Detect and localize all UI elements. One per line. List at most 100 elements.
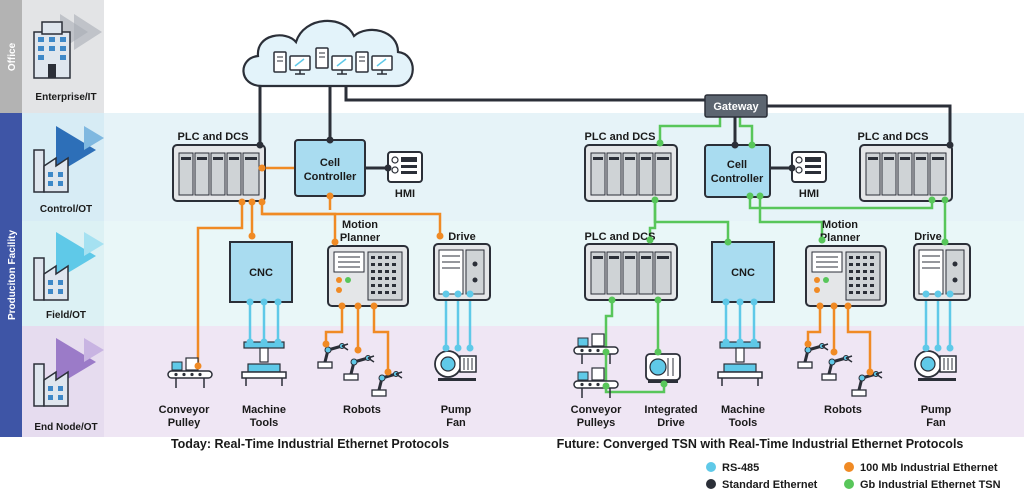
- enterprise-label: Enterprise/IT: [35, 92, 96, 103]
- office-label: Office: [7, 42, 18, 71]
- future-robots: Robots: [796, 342, 884, 416]
- server-icon: [355, 51, 369, 73]
- future-integrated-label-1: Integrated: [644, 404, 697, 416]
- future-plc-field: PLC and DCS: [584, 231, 678, 301]
- future-hmi-label: HMI: [799, 188, 819, 200]
- future-hmi: HMI: [791, 151, 827, 200]
- today-cell-label-2: Controller: [304, 171, 357, 183]
- control-label: Control/OT: [40, 204, 92, 215]
- today-caption: Today: Real-Time Industrial Ethernet Pro…: [171, 437, 449, 451]
- control-band: [0, 113, 1024, 221]
- today-conveyor-label-1: Conveyor: [159, 404, 210, 416]
- today-motion-label-2: Planner: [340, 232, 381, 244]
- today-pump-label-2: Fan: [446, 417, 466, 429]
- endnode-label: End Node/OT: [34, 422, 97, 433]
- server-icon: [273, 51, 287, 73]
- future-plc-left-label: PLC and DCS: [585, 131, 656, 143]
- today-pump-label-1: Pump: [441, 404, 472, 416]
- today-hmi: HMI: [387, 151, 423, 200]
- today-cell-label-1: Cell: [320, 157, 340, 169]
- future-drive-label: Drive: [914, 231, 942, 243]
- today-drive-label: Drive: [448, 231, 476, 243]
- future-conveyor-pulleys: Conveyor Pulleys: [571, 333, 622, 429]
- today-machine-label-1: Machine: [242, 404, 286, 416]
- legend-100mb-swatch: [844, 462, 854, 472]
- hmi-icon: [791, 151, 827, 183]
- drive-icon: [433, 243, 491, 301]
- office-band-bar: [0, 0, 22, 113]
- today-conveyor: Conveyor Pulley: [159, 357, 213, 429]
- endnode-level-tile: End Node/OT: [33, 338, 104, 433]
- future-machine-label-2: Tools: [729, 417, 758, 429]
- future-motion-planner: Motion Planner: [805, 219, 887, 307]
- future-robots-label: Robots: [824, 404, 862, 416]
- future-motion-label-1: Motion: [822, 219, 858, 231]
- future-plc-right-label: PLC and DCS: [858, 131, 929, 143]
- today-machine-label-2: Tools: [250, 417, 279, 429]
- future-cell-label-2: Controller: [711, 173, 764, 185]
- gateway: Gateway: [704, 94, 768, 118]
- future-motion-label-2: Planner: [820, 232, 861, 244]
- rs485-links: [248, 294, 952, 348]
- motion-planner-icon: [805, 245, 887, 307]
- gateway-label: Gateway: [713, 101, 759, 113]
- endnode-band: [0, 326, 1024, 437]
- future-plc-right: PLC and DCS: [858, 131, 953, 202]
- plc-icon: [172, 144, 266, 202]
- today-plc-label: PLC and DCS: [178, 131, 249, 143]
- legend-standard: Standard Ethernet: [722, 479, 818, 491]
- today-drive: Drive: [433, 231, 491, 301]
- future-pump-label-1: Pump: [921, 404, 952, 416]
- today-motion-planner: Motion Planner: [327, 219, 409, 307]
- today-hmi-label: HMI: [395, 188, 415, 200]
- future-drive: Drive: [913, 231, 971, 301]
- control-level-tile: Control/OT: [33, 126, 104, 215]
- server-icon: [315, 47, 329, 69]
- today-plc: PLC and DCS: [172, 131, 266, 202]
- today-cnc-label: CNC: [249, 267, 273, 279]
- future-caption: Future: Converged TSN with Real-Time Ind…: [557, 437, 964, 451]
- connection-dots: [194, 136, 954, 390]
- hmi-icon: [387, 151, 423, 183]
- field-label: Field/OT: [46, 310, 86, 321]
- plc-icon: [584, 144, 678, 202]
- future-cnc-label: CNC: [731, 267, 755, 279]
- legend-100mb: 100 Mb Industrial Ethernet: [860, 462, 998, 474]
- future-plc-field-label: PLC and DCS: [585, 231, 656, 243]
- future-cell-label-1: Cell: [727, 159, 747, 171]
- legend-rs485-swatch: [706, 462, 716, 472]
- cloud-icon: [242, 19, 414, 88]
- today-robots: Robots: [316, 342, 404, 416]
- today-cell-controller: Cell Controller: [294, 139, 366, 197]
- future-conveyor-label-1: Conveyor: [571, 404, 622, 416]
- future-integrated-label-2: Drive: [657, 417, 685, 429]
- production-band-bar: [0, 113, 22, 437]
- today-cnc: CNC: [229, 241, 293, 303]
- legend-rs485: RS-485: [722, 462, 759, 474]
- integrated-drive-icon: [645, 353, 681, 383]
- future-conveyor-label-2: Pulleys: [577, 417, 616, 429]
- tsn-links: [604, 117, 947, 394]
- future-pump-label-2: Fan: [926, 417, 946, 429]
- motion-planner-icon: [327, 245, 409, 307]
- future-machine-label-1: Machine: [721, 404, 765, 416]
- future-cell-controller: Cell Controller: [704, 144, 771, 198]
- future-cnc: CNC: [711, 241, 775, 303]
- today-conveyor-label-2: Pulley: [168, 417, 201, 429]
- plc-icon: [859, 144, 953, 202]
- today-machine-tools: Machine Tools: [241, 341, 287, 429]
- legend-standard-swatch: [706, 479, 716, 489]
- production-label: Produciton Facility: [7, 230, 18, 320]
- today-robots-label: Robots: [343, 404, 381, 416]
- plc-icon: [584, 243, 678, 301]
- today-pump-fan: Pump Fan: [434, 350, 477, 429]
- legend: RS-485 Standard Ethernet 100 Mb Industri…: [706, 462, 1001, 491]
- legend-tsn: Gb Industrial Ethernet TSN: [860, 479, 1001, 491]
- legend-tsn-swatch: [844, 479, 854, 489]
- future-plc-left: PLC and DCS: [584, 131, 678, 202]
- future-machine-tools: Machine Tools: [717, 341, 765, 429]
- field-level-tile: Field/OT: [33, 232, 104, 321]
- today-motion-label-1: Motion: [342, 219, 378, 231]
